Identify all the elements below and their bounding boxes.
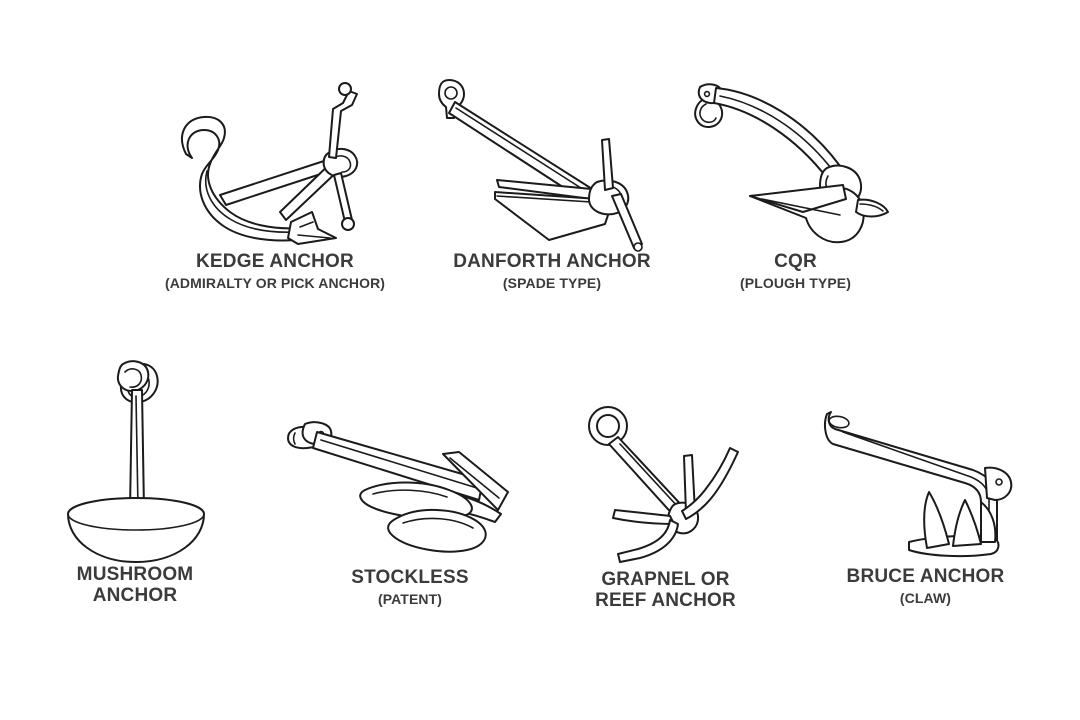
anchor-title-bruce: BRUCE ANCHOR [846, 566, 1005, 587]
anchor-subtitle-cqr: (PLOUGH TYPE) [740, 274, 851, 291]
anchor-title-cqr: CQR [774, 251, 817, 272]
anchor-title-kedge: KEDGE ANCHOR [196, 251, 354, 272]
anchor-title-grapnel: GRAPNEL OR REEF ANCHOR [595, 569, 736, 611]
danforth-anchor-illustration [437, 72, 667, 252]
kedge-anchor-illustration [160, 72, 390, 252]
anchor-subtitle-danforth: (SPADE TYPE) [502, 274, 602, 291]
anchor-title-mushroom: MUSHROOM ANCHOR [76, 564, 194, 606]
label-block-mushroom: MUSHROOM ANCHOR [76, 564, 194, 606]
anchor-card-grapnel: GRAPNEL OR REEF ANCHOR [578, 400, 753, 611]
stockless-anchor-illustration [283, 418, 538, 568]
cqr-anchor-illustration [688, 72, 903, 252]
anchor-title-stockless: STOCKLESS [351, 567, 469, 588]
anchor-card-stockless: STOCKLESS (PATENT) [286, 418, 530, 607]
anchor-card-bruce: BRUCE ANCHOR (CLAW) [818, 392, 1033, 606]
anchor-subtitle-kedge: (ADMIRALTY OR PICK ANCHOR) [164, 274, 386, 291]
label-block-cqr: CQR (PLOUGH TYPE) [740, 251, 851, 291]
label-block-stockless: STOCKLESS (PATENT) [351, 567, 469, 607]
label-block-grapnel: GRAPNEL OR REEF ANCHOR [595, 569, 736, 611]
anchor-card-danforth: DANFORTH ANCHOR (SPADE TYPE) [432, 72, 672, 291]
grapnel-anchor-illustration [578, 400, 753, 570]
anchor-card-cqr: CQR (PLOUGH TYPE) [688, 72, 903, 291]
anchor-card-kedge: KEDGE ANCHOR (ADMIRALTY OR PICK ANCHOR) [155, 72, 395, 291]
anchor-subtitle-bruce: (CLAW) [899, 589, 952, 606]
label-block-danforth: DANFORTH ANCHOR (SPADE TYPE) [453, 251, 651, 291]
anchor-card-mushroom: MUSHROOM ANCHOR [60, 350, 210, 606]
label-block-kedge: KEDGE ANCHOR (ADMIRALTY OR PICK ANCHOR) [164, 251, 386, 291]
anchor-subtitle-stockless: (PATENT) [377, 590, 443, 607]
anchor-title-danforth: DANFORTH ANCHOR [453, 251, 651, 272]
mushroom-anchor-illustration [60, 350, 210, 565]
bruce-anchor-illustration [823, 392, 1028, 567]
label-block-bruce: BRUCE ANCHOR (CLAW) [846, 566, 1005, 606]
